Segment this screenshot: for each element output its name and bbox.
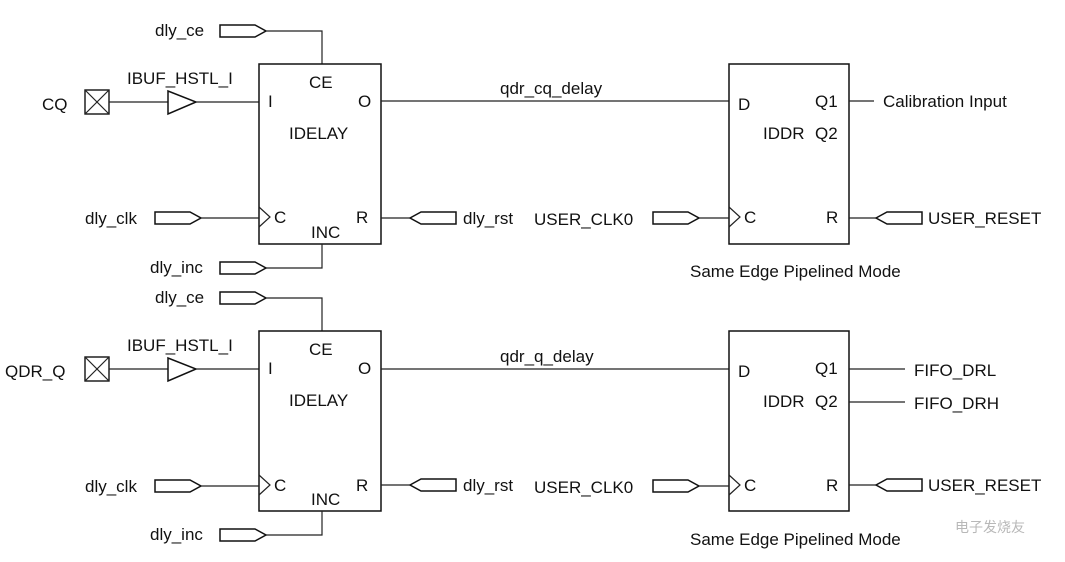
bottom-dly-ce-wire bbox=[266, 297, 323, 331]
top-idelay-pin-inc: INC bbox=[311, 223, 340, 242]
qdr-cq-delay-label: qdr_cq_delay bbox=[500, 79, 603, 98]
bottom-user-clk0-port-icon bbox=[652, 479, 701, 493]
top-dly-clk-port-icon bbox=[154, 211, 203, 225]
top-dly-rst-port-icon bbox=[408, 211, 457, 225]
bottom-circuit: dly_ce QDR_Q IBUF_HSTL_I CE I O IDELAY C… bbox=[5, 288, 1041, 549]
bottom-user-clk0-label: USER_CLK0 bbox=[534, 478, 633, 497]
bottom-iddr-name: IDDR bbox=[763, 392, 805, 411]
top-iddr-mode-label: Same Edge Pipelined Mode bbox=[690, 262, 901, 281]
top-user-reset-port-icon bbox=[874, 211, 923, 225]
bottom-dly-rst-label: dly_rst bbox=[463, 476, 513, 495]
bottom-idelay-name: IDELAY bbox=[289, 391, 348, 410]
bottom-buffer-icon bbox=[167, 356, 198, 383]
bottom-idelay-pin-i: I bbox=[268, 359, 273, 378]
bottom-user-reset-label: USER_RESET bbox=[928, 476, 1041, 495]
bottom-dly-ce-port-icon bbox=[219, 291, 268, 305]
top-idelay-pin-i: I bbox=[268, 92, 273, 111]
top-idelay-pin-c: C bbox=[274, 208, 286, 227]
bottom-idelay-pin-ce: CE bbox=[309, 340, 333, 359]
top-idelay-pin-o: O bbox=[358, 92, 371, 111]
qdr-q-label: QDR_Q bbox=[5, 362, 65, 381]
bottom-idelay-pin-c: C bbox=[274, 476, 286, 495]
fifo-drl-label: FIFO_DRL bbox=[914, 361, 996, 380]
bottom-dly-inc-port-icon bbox=[219, 528, 268, 542]
top-idelay-clock-icon bbox=[258, 206, 271, 228]
top-dly-ce-label: dly_ce bbox=[155, 21, 204, 40]
qdr-q-delay-label: qdr_q_delay bbox=[500, 347, 594, 366]
cq-label: CQ bbox=[42, 95, 68, 114]
bottom-idelay-pin-o: O bbox=[358, 359, 371, 378]
top-dly-ce-wire bbox=[266, 30, 323, 64]
bottom-iddr-pin-c: C bbox=[744, 476, 756, 495]
bottom-idelay-block bbox=[258, 330, 382, 512]
top-idelay-block bbox=[258, 63, 382, 245]
top-iddr-pin-d: D bbox=[738, 95, 750, 114]
top-user-clk0-port-icon bbox=[652, 211, 701, 225]
top-dly-inc-label: dly_inc bbox=[150, 258, 203, 277]
bottom-idelay-pin-inc: INC bbox=[311, 490, 340, 509]
bottom-iddr-block bbox=[728, 330, 850, 512]
top-dly-ce-port-icon bbox=[219, 24, 268, 38]
calibration-input-label: Calibration Input bbox=[883, 92, 1007, 111]
top-buffer-icon bbox=[167, 89, 198, 116]
bottom-ibuf-label: IBUF_HSTL_I bbox=[127, 336, 233, 355]
top-dly-clk-label: dly_clk bbox=[85, 209, 137, 228]
bottom-iddr-pin-r: R bbox=[826, 476, 838, 495]
top-idelay-name: IDELAY bbox=[289, 124, 348, 143]
watermark-text: 电子发烧友 bbox=[955, 519, 1025, 535]
bottom-dly-inc-wire bbox=[266, 511, 323, 536]
bottom-dly-ce-label: dly_ce bbox=[155, 288, 204, 307]
bottom-dly-inc-label: dly_inc bbox=[150, 525, 203, 544]
bottom-user-reset-port-icon bbox=[874, 478, 923, 492]
top-circuit: dly_ce CQ IBUF_HSTL_I CE I O IDELAY C R … bbox=[42, 21, 1041, 281]
top-dly-rst-label: dly_rst bbox=[463, 209, 513, 228]
top-iddr-name: IDDR bbox=[763, 124, 805, 143]
bottom-dly-clk-port-icon bbox=[154, 479, 203, 493]
top-iddr-pin-r: R bbox=[826, 208, 838, 227]
fifo-drh-label: FIFO_DRH bbox=[914, 394, 999, 413]
top-user-reset-label: USER_RESET bbox=[928, 209, 1041, 228]
top-iddr-pin-c: C bbox=[744, 208, 756, 227]
top-iddr-clock-icon bbox=[728, 206, 741, 228]
bottom-iddr-clock-icon bbox=[728, 474, 741, 496]
top-user-clk0-label: USER_CLK0 bbox=[534, 210, 633, 229]
bottom-input-pad-icon bbox=[84, 356, 110, 382]
top-dly-inc-port-icon bbox=[219, 261, 268, 275]
bottom-iddr-pin-d: D bbox=[738, 362, 750, 381]
bottom-iddr-mode-label: Same Edge Pipelined Mode bbox=[690, 530, 901, 549]
top-iddr-block bbox=[728, 63, 850, 245]
top-ibuf-label: IBUF_HSTL_I bbox=[127, 69, 233, 88]
top-idelay-pin-r: R bbox=[356, 208, 368, 227]
bottom-iddr-pin-q2: Q2 bbox=[815, 392, 838, 411]
bottom-idelay-pin-r: R bbox=[356, 476, 368, 495]
top-iddr-pin-q1: Q1 bbox=[815, 92, 838, 111]
top-dly-inc-wire bbox=[266, 244, 323, 269]
top-iddr-pin-q2: Q2 bbox=[815, 124, 838, 143]
bottom-idelay-clock-icon bbox=[258, 474, 271, 496]
bottom-dly-rst-port-icon bbox=[408, 478, 457, 492]
bottom-dly-clk-label: dly_clk bbox=[85, 477, 137, 496]
top-input-pad-icon bbox=[84, 89, 110, 115]
bottom-iddr-pin-q1: Q1 bbox=[815, 359, 838, 378]
top-idelay-pin-ce: CE bbox=[309, 73, 333, 92]
